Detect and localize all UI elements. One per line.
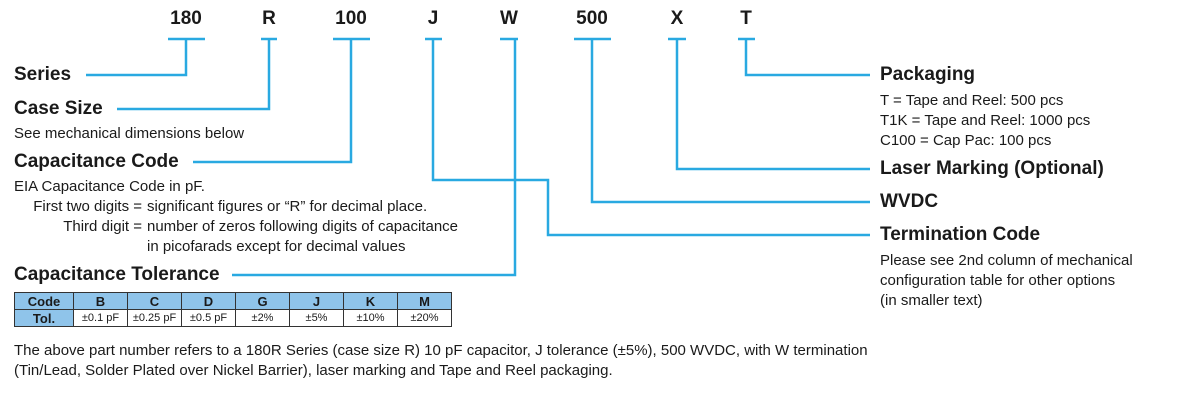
tolerance-code-cell: G [235,292,290,310]
tolerance-code-cell: K [343,292,398,310]
tolerance-code-label: Code [14,292,74,310]
footer-line1: The above part number refers to a 180R S… [14,342,868,359]
code-180: 180 [170,8,202,29]
tolerance-value-row: Tol. ±0.1 pF ±0.25 pF ±0.5 pF ±2% ±5% ±1… [14,309,452,327]
tolerance-code-cell: D [181,292,236,310]
footer-line2: (Tin/Lead, Solder Plated over Nickel Bar… [14,362,613,379]
code-500: 500 [576,8,608,29]
tolerance-title: Capacitance Tolerance [14,264,220,285]
tolerance-table: Code B C D G J K M Tol. ±0.1 pF ±0.25 pF… [14,292,452,327]
laser-marking-title: Laser Marking (Optional) [880,158,1104,179]
code-t: T [740,8,752,29]
capacitance-code-text4: in picofarads except for decimal values [147,238,406,255]
wvdc-title: WVDC [880,191,939,212]
case-size-desc: See mechanical dimensions below [14,125,245,142]
code-r: R [262,8,276,29]
tolerance-code-cell: M [397,292,452,310]
packaging-line: T1K = Tape and Reel: 1000 pcs [880,112,1091,129]
capacitance-code-label2: First two digits = [33,198,142,215]
connector-wvdc [590,39,870,204]
packaging-line: C100 = Cap Pac: 100 pcs [880,132,1052,149]
tolerance-value-cell: ±0.1 pF [73,309,128,327]
connector-laser-marking [675,39,870,171]
code-100: 100 [335,8,367,29]
packaging-line: T = Tape and Reel: 500 pcs [880,92,1064,109]
connector-packaging [744,39,870,77]
capacitance-code-label3: Third digit = [63,218,142,235]
tolerance-code-cell: B [73,292,128,310]
case-size-title: Case Size [14,98,103,119]
termination-line: configuration table for other options [880,272,1116,289]
code-x: X [670,8,684,29]
connector-capacitance-code [193,39,353,164]
termination-line: (in smaller text) [880,292,983,309]
tolerance-code-cell: C [127,292,182,310]
tolerance-value-cell: ±20% [397,309,452,327]
tolerance-value-cell: ±5% [289,309,344,327]
tolerance-code-row: Code B C D G J K M [14,292,452,310]
connector-termination [431,39,870,237]
tolerance-value-cell: ±10% [343,309,398,327]
connector-case-size [117,39,271,111]
code-w: W [500,8,518,29]
connector-tolerance [232,39,517,277]
tolerance-value-cell: ±0.25 pF [127,309,182,327]
tolerance-value-cell: ±0.5 pF [181,309,236,327]
code-j: J [427,8,439,29]
packaging-title: Packaging [880,64,976,85]
termination-line: Please see 2nd column of mechanical [880,252,1133,269]
series-title: Series [14,64,72,85]
tolerance-value-cell: ±2% [235,309,290,327]
tolerance-tol-label: Tol. [14,309,74,327]
connector-series [86,39,188,77]
capacitance-code-text3: number of zeros following digits of capa… [147,218,459,235]
capacitance-code-line1: EIA Capacitance Code in pF. [14,178,205,195]
termination-title: Termination Code [880,224,1041,245]
capacitance-code-title: Capacitance Code [14,151,179,172]
capacitance-code-text2: significant figures or “R” for decimal p… [147,198,428,215]
tolerance-code-cell: J [289,292,344,310]
